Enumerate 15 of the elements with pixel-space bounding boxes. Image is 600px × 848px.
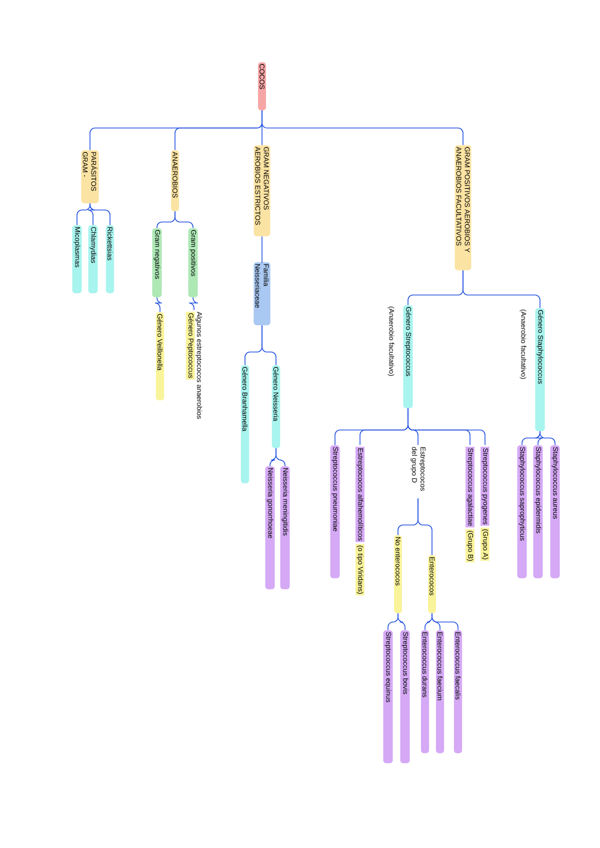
brace-connector	[188, 297, 198, 310]
brace-connector	[418, 498, 432, 556]
brace-connector	[88, 203, 96, 226]
brace-connector	[76, 203, 90, 226]
brace-connector	[270, 448, 276, 466]
brace-connector	[334, 408, 408, 446]
brace-connector	[522, 431, 540, 446]
brace-connector	[154, 297, 162, 312]
brace-connector	[424, 613, 432, 630]
brace-connector	[262, 110, 464, 146]
brace-connector	[156, 211, 176, 228]
brace-connector	[462, 270, 540, 308]
brace-connector	[388, 613, 398, 630]
brace-connector	[540, 431, 556, 446]
brace-connector	[244, 325, 262, 366]
